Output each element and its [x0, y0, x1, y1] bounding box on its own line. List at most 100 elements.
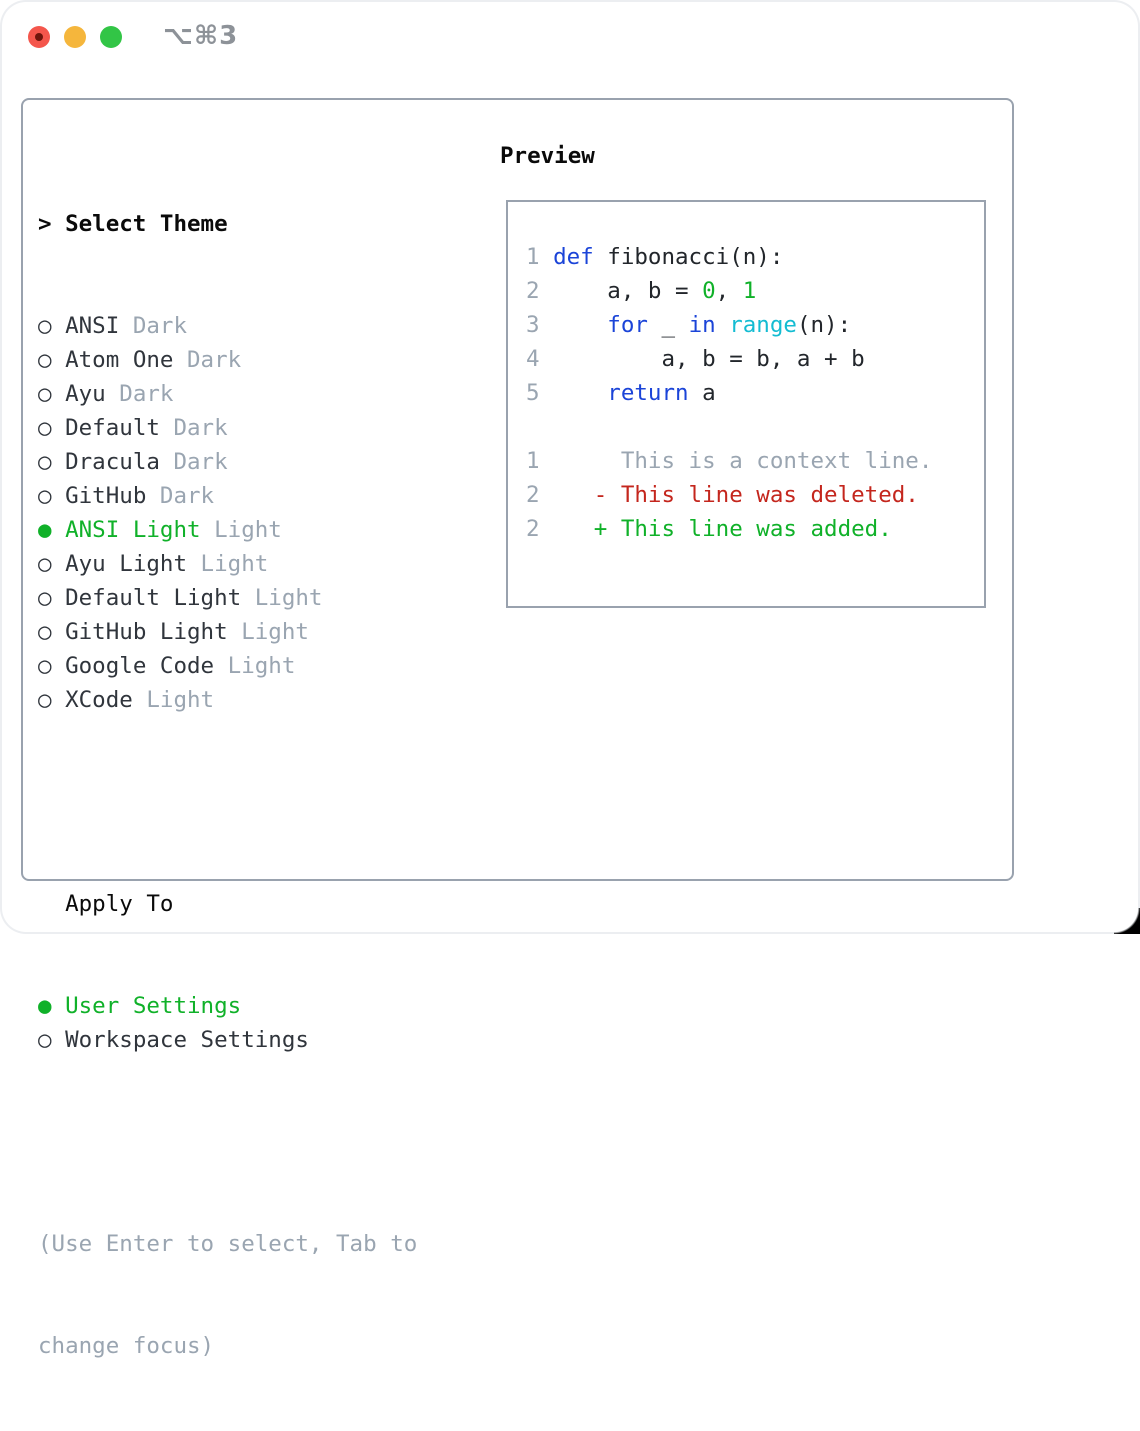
code-segment-plain: _: [647, 312, 689, 338]
code-segment-number: 1: [742, 278, 757, 304]
radio-icon: ○: [38, 415, 66, 441]
close-button[interactable]: [28, 26, 50, 48]
code-line: [526, 410, 932, 444]
theme-picker-panel: >Select Theme ○ ANSI Dark○ Atom One Dark…: [21, 98, 1014, 1359]
code-segment-number: 0: [702, 278, 716, 304]
radio-icon: ○: [38, 313, 66, 339]
theme-option[interactable]: ○ Ayu Light Light: [38, 547, 417, 581]
apply-to-option[interactable]: ○ Workspace Settings: [38, 1023, 417, 1057]
minimize-button[interactable]: [64, 26, 86, 48]
theme-list: >Select Theme ○ ANSI Dark○ Atom One Dark…: [38, 139, 417, 1431]
option-variant-label: Light: [187, 551, 269, 577]
theme-list-header: > Select Theme: [38, 207, 417, 241]
apply-to-header: Apply To: [65, 891, 174, 917]
code-segment-deleted: - This line was deleted.: [553, 482, 919, 508]
theme-option[interactable]: ○ Atom One Dark: [38, 343, 417, 377]
option-variant-label: Light: [227, 619, 309, 645]
radio-selected-icon: ●: [38, 517, 66, 543]
code-segment-plain: [553, 380, 607, 406]
radio-icon: ○: [38, 449, 66, 475]
code-segment-keyword: in: [688, 312, 716, 338]
code-segment-plain: a: [688, 380, 716, 406]
theme-option[interactable]: ○ GitHub Dark: [38, 479, 417, 513]
spacer: [38, 785, 417, 819]
option-label: Atom One: [65, 347, 174, 373]
option-variant-label: Light: [132, 687, 215, 713]
code-segment-plain: a, b = b, a + b: [553, 346, 865, 372]
line-number: 4: [526, 346, 554, 372]
option-variant-label: Dark: [119, 313, 188, 339]
line-number: [526, 414, 553, 440]
line-number: 1: [526, 448, 554, 474]
theme-option[interactable]: ○ Default Light Light: [38, 581, 417, 615]
theme-option[interactable]: ● ANSI Light Light: [38, 513, 417, 547]
radio-icon: ○: [38, 1027, 66, 1053]
code-segment-added: + This line was added.: [553, 516, 892, 542]
code-line: 1 This is a context line.: [526, 444, 932, 478]
option-label: Workspace Settings: [65, 1027, 309, 1053]
code-line: 1 def fibonacci(n):: [526, 240, 932, 274]
apply-to-options: ● User Settings○ Workspace Settings: [38, 989, 417, 1057]
radio-icon: ○: [38, 687, 66, 713]
radio-icon: ○: [38, 653, 66, 679]
theme-option[interactable]: ○ GitHub Light Light: [38, 615, 417, 649]
code-segment-builtin: range: [729, 312, 797, 338]
code-segment-plain: [553, 312, 607, 338]
option-label: XCode: [65, 687, 133, 713]
option-label: GitHub Light: [65, 619, 228, 645]
theme-option[interactable]: ○ ANSI Dark: [38, 309, 417, 343]
radio-icon: ○: [38, 585, 66, 611]
line-number: 3: [526, 312, 554, 338]
option-label: Ayu Light: [65, 551, 188, 577]
theme-options: ○ ANSI Dark○ Atom One Dark○ Ayu Dark○ De…: [38, 309, 417, 717]
line-number: 5: [526, 380, 554, 406]
code-segment-plain: [716, 312, 730, 338]
line-number: 2: [526, 278, 554, 304]
code-line: 2 + This line was added.: [526, 512, 932, 546]
radio-icon: ○: [38, 619, 66, 645]
code-line: 5 return a: [526, 376, 932, 410]
code-segment-keyword: for: [607, 312, 648, 338]
code-segment-keyword: return: [607, 380, 689, 406]
focus-caret-icon: >: [38, 211, 52, 237]
option-variant-label: Dark: [173, 347, 242, 373]
spacer: [38, 1125, 417, 1159]
code-line: 4 a, b = b, a + b: [526, 342, 932, 376]
option-label: ANSI Light: [65, 517, 201, 543]
code-line: 3 for _ in range(n):: [526, 308, 932, 342]
line-number: 2: [526, 516, 554, 542]
option-label: Default: [65, 415, 160, 441]
option-variant-label: Dark: [105, 381, 174, 407]
option-variant-label: Light: [241, 585, 323, 611]
theme-option[interactable]: ○ XCode Light: [38, 683, 417, 717]
window-shortcut-label: ⌥⌘3: [163, 21, 239, 51]
line-number: 2: [526, 482, 554, 508]
theme-option[interactable]: ○ Dracula Dark: [38, 445, 417, 479]
option-label: User Settings: [65, 993, 242, 1019]
close-dot-icon: [35, 33, 43, 41]
code-segment-plain: ,: [715, 278, 743, 304]
option-label: Dracula: [65, 449, 160, 475]
radio-icon: ○: [38, 381, 66, 407]
option-variant-label: Light: [200, 517, 282, 543]
option-label: Google Code: [65, 653, 215, 679]
line-number: 1: [526, 244, 554, 270]
zoom-button[interactable]: [100, 26, 122, 48]
help-text-line: change focus): [38, 1333, 215, 1359]
option-variant-label: Light: [214, 653, 296, 679]
screen-corner: [1114, 908, 1140, 934]
theme-option[interactable]: ○ Ayu Dark: [38, 377, 417, 411]
code-segment-keyword: def: [553, 244, 594, 270]
apply-to-option[interactable]: ● User Settings: [38, 989, 417, 1023]
code-line: 2 a, b = 0, 1: [526, 274, 932, 308]
radio-selected-icon: ●: [38, 993, 66, 1019]
theme-option[interactable]: ○ Google Code Light: [38, 649, 417, 683]
theme-option[interactable]: ○ Default Dark: [38, 411, 417, 445]
code-segment-plain: (n):: [796, 312, 852, 338]
option-variant-label: Dark: [159, 415, 228, 441]
radio-icon: ○: [38, 551, 66, 577]
theme-list-title: Select Theme: [65, 211, 228, 237]
radio-icon: ○: [38, 483, 66, 509]
